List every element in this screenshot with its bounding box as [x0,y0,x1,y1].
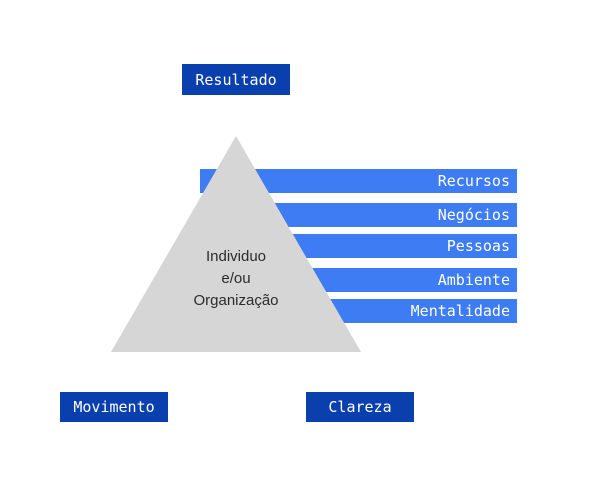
bar-label-ambiente: Ambiente [437,271,510,289]
bar-label-mentalidade: Mentalidade [410,302,510,320]
resultado-label: Resultado [182,64,290,95]
center-text-line-1: Individuo [205,248,267,265]
movimento-label: Movimento [60,392,168,422]
pyramid-triangle [111,136,361,352]
center-text-line-3: Organização [193,292,279,309]
bar-label-recursos: Recursos [437,172,510,190]
bar-label-negocios: Negócios [437,206,510,224]
bar-label-pessoas: Pessoas [446,237,510,255]
center-text-line-2: e/ou [221,270,251,287]
clareza-label: Clareza [306,392,414,422]
